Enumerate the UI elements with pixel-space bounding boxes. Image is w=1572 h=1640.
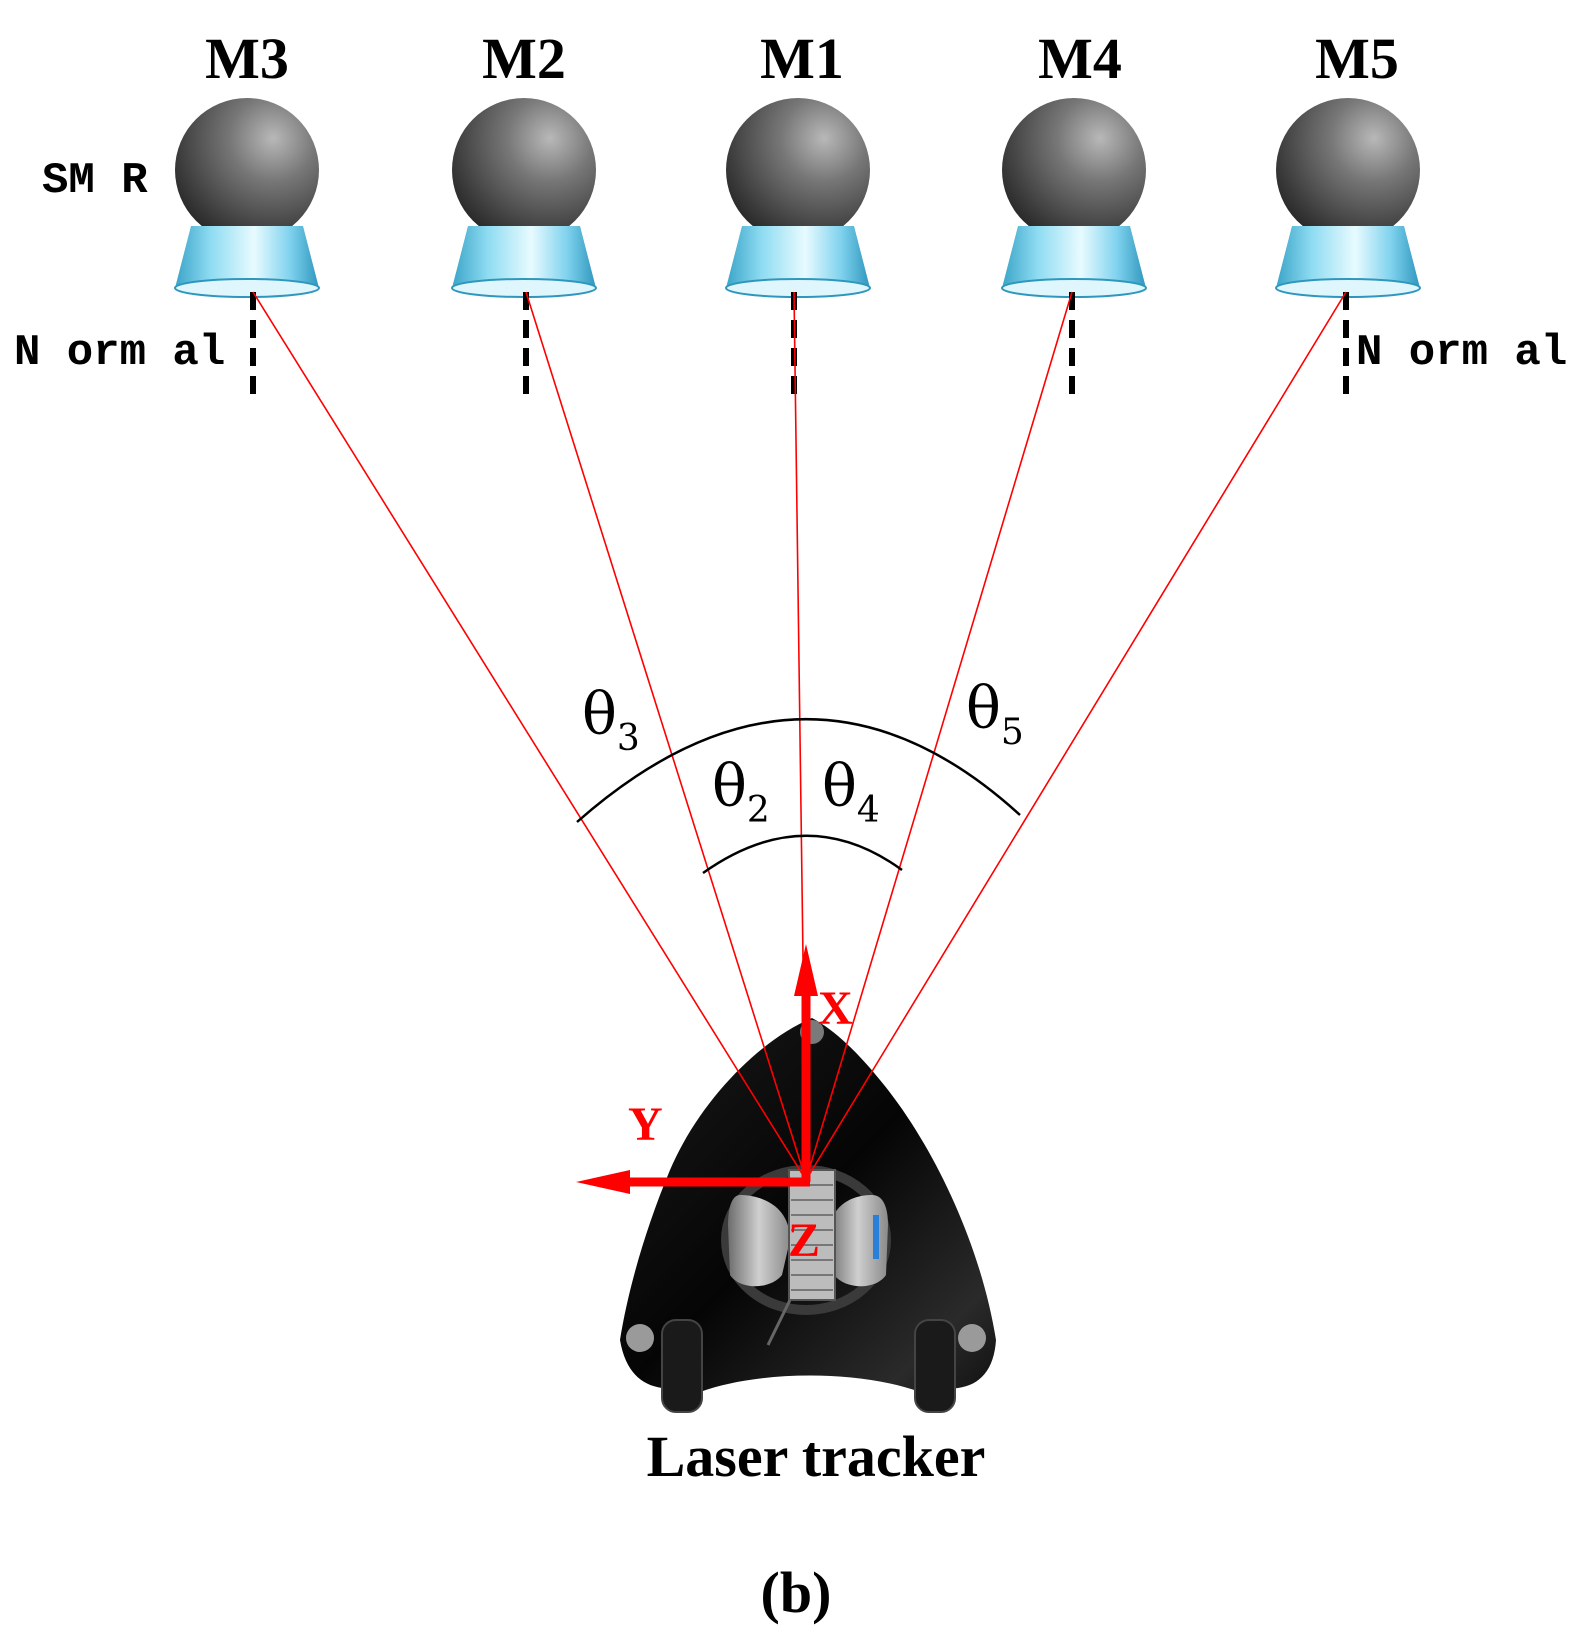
arc-outer: [576, 718, 1021, 823]
sphere-icon: [175, 98, 319, 242]
x-axis-label: X: [818, 982, 853, 1035]
z-axis-label: Z: [788, 1214, 820, 1267]
smr-m2: [451, 98, 597, 298]
smr-m5: [1275, 98, 1421, 298]
smr-base-rim: [174, 278, 320, 298]
smr-base: [726, 226, 870, 288]
panel-label: (b): [761, 1560, 832, 1625]
normal-label-left: N orm al: [14, 328, 225, 378]
reflector-labels: M3 M2 M1 M4 M5: [205, 26, 1399, 91]
normal-lines: [250, 292, 1349, 402]
y-axis-label: Y: [628, 1098, 663, 1151]
angle-labels: θ3 θ2 θ4 θ5: [582, 674, 1024, 831]
angle-arcs: [576, 718, 1021, 875]
wheel-right: [914, 1319, 956, 1413]
sphere-icon: [1276, 98, 1420, 242]
label-m2: M2: [482, 26, 566, 91]
label-m4: M4: [1038, 26, 1122, 91]
smr-base: [1002, 226, 1146, 288]
smr-base: [175, 226, 319, 288]
caster-left: [626, 1324, 654, 1352]
smr-m3: [174, 98, 320, 298]
tracker-cable: [766, 1299, 792, 1346]
wheel-left: [661, 1319, 703, 1413]
tracker-column: [788, 1169, 836, 1301]
theta4-label: θ4: [822, 752, 880, 831]
label-m5: M5: [1315, 26, 1399, 91]
smr-label: SM R: [42, 156, 148, 206]
smr-m1: [725, 98, 871, 298]
y-axis-arrow-icon: [576, 1170, 630, 1194]
laser-tracker: [620, 1018, 996, 1413]
beam-m5: [805, 291, 1347, 1181]
sphere-icon: [726, 98, 870, 242]
theta3-label: θ3: [582, 680, 640, 759]
caster-right: [958, 1324, 986, 1352]
beam-m4: [805, 291, 1073, 1181]
smr-m4: [1001, 98, 1147, 298]
label-m3: M3: [205, 26, 289, 91]
normal-label-right: N orm al: [1356, 328, 1567, 378]
arc-inner: [702, 834, 903, 875]
sphere-icon: [452, 98, 596, 242]
beam-m2: [525, 291, 807, 1181]
theta5-label: θ5: [966, 674, 1024, 753]
smr-base: [1276, 226, 1420, 288]
label-m1: M1: [760, 26, 844, 91]
smr-base-rim: [725, 278, 871, 298]
tracker-pod-indicator: [873, 1215, 879, 1259]
coordinate-axes: X Y Z: [576, 944, 853, 1267]
tracker-pod-left: [728, 1195, 790, 1287]
theta2-label: θ2: [712, 752, 770, 831]
smr-base: [452, 226, 596, 288]
beam-m3: [252, 291, 807, 1181]
sphere-icon: [1002, 98, 1146, 242]
device-label: Laser tracker: [647, 1424, 986, 1489]
x-axis-arrow-icon: [794, 944, 818, 996]
